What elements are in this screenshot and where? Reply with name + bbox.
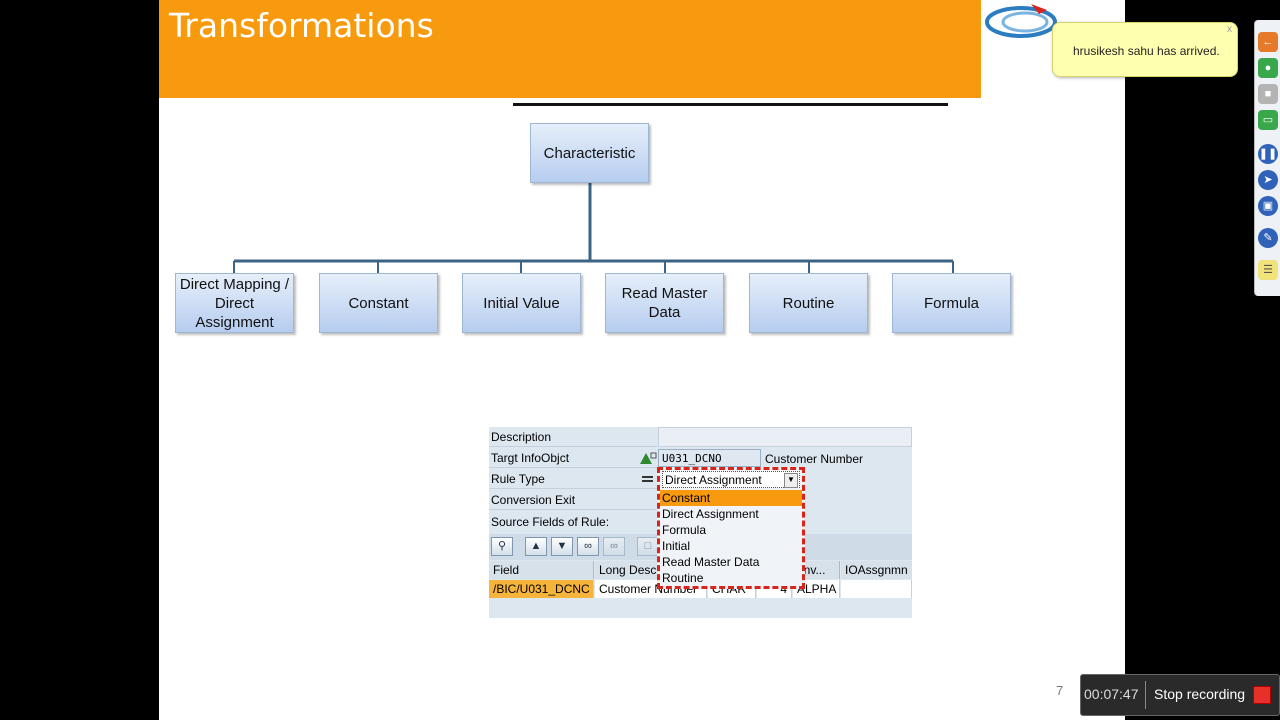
dropdown-option-routine[interactable]: Routine xyxy=(662,571,704,585)
binoculars-next-icon: ∞ xyxy=(610,540,618,552)
title-bar: Transformations xyxy=(159,0,981,98)
dropdown-arrow-icon[interactable]: ▼ xyxy=(784,473,798,488)
dropdown-option-read-master-data[interactable]: Read Master Data xyxy=(662,555,760,569)
grid-header-field[interactable]: Field xyxy=(489,561,594,579)
label-rule-type: Rule Type xyxy=(489,469,657,489)
collapse-arrow-icon[interactable]: ← xyxy=(1258,32,1278,52)
details-button[interactable]: ⚲ xyxy=(491,537,513,556)
diagram-node-routine: Routine xyxy=(749,273,868,333)
slide-title: Transformations xyxy=(169,6,434,45)
sap-rule-panel: Description Targt InfoObjct Rule Type Co… xyxy=(489,427,912,618)
grid-cell-ioassgnmnt[interactable] xyxy=(841,580,912,598)
dropdown-option-constant[interactable]: Constant xyxy=(660,490,802,506)
rule-type-selected-value: Direct Assignment xyxy=(665,473,762,487)
filter-button[interactable]: ▼ xyxy=(551,537,573,556)
export-button[interactable]: □ xyxy=(637,537,659,556)
equals-icon xyxy=(642,476,653,482)
find-button[interactable]: ∞ xyxy=(577,537,599,556)
target-infoobject-description: Customer Number xyxy=(765,452,864,466)
microphone-icon[interactable]: ● xyxy=(1258,58,1278,78)
grid-header-ioassgnmnt[interactable]: IOAssgnmn xyxy=(841,561,912,579)
arrival-notification: x hrusikesh sahu has arrived. xyxy=(1052,22,1238,77)
label-description: Description xyxy=(489,427,657,447)
filter-icon: ▼ xyxy=(556,540,568,552)
dropdown-option-formula[interactable]: Formula xyxy=(662,523,707,537)
highlighter-icon[interactable]: ✎ xyxy=(1258,228,1278,248)
magnifier-icon: ⚲ xyxy=(497,540,507,552)
infoobject-triangle-icon xyxy=(640,452,657,464)
label-source-fields: Source Fields of Rule: xyxy=(491,515,610,529)
notification-message: hrusikesh sahu has arrived. xyxy=(1073,44,1220,58)
diagram-node-initial-value: Initial Value xyxy=(462,273,581,333)
diagram-node-read-master-data: Read Master Data xyxy=(605,273,724,333)
stop-recording-button[interactable]: Stop recording xyxy=(1154,686,1246,702)
recording-timer: 00:07:47 xyxy=(1084,686,1139,702)
slide: Transformations Characteristic Direct Ma… xyxy=(159,0,1125,720)
pause-icon[interactable]: ❚❚ xyxy=(1258,144,1278,164)
recording-bar: 00:07:47 Stop recording xyxy=(1080,674,1280,716)
title-underline xyxy=(513,103,948,106)
page-number: 7 xyxy=(1056,683,1064,698)
export-icon: □ xyxy=(644,540,652,552)
target-infoobject-input[interactable]: U031_DCNO xyxy=(658,449,761,467)
notification-close-icon[interactable]: x xyxy=(1227,24,1232,35)
recording-separator xyxy=(1145,681,1146,709)
diagram-node-formula: Formula xyxy=(892,273,1011,333)
label-conversion-exit: Conversion Exit xyxy=(489,490,657,510)
meeting-tool-strip: ← ● ■ ▭ ❚❚ ➤ ▣ ✎ ☰ xyxy=(1254,20,1280,296)
rule-type-dropdown[interactable]: Direct Assignment ▼ Constant Direct Assi… xyxy=(657,467,805,589)
chat-bubbles-icon[interactable]: ▣ xyxy=(1258,196,1278,216)
label-target-infoobject: Targt InfoObjct xyxy=(489,448,657,468)
diagram-root-characteristic: Characteristic xyxy=(530,123,649,183)
print-icon: ▲ xyxy=(530,540,542,552)
description-field[interactable] xyxy=(658,427,912,447)
diagram-connectors xyxy=(233,183,954,273)
rule-type-select[interactable]: Direct Assignment ▼ xyxy=(662,471,800,488)
print-button[interactable]: ▲ xyxy=(525,537,547,556)
camera-icon[interactable]: ■ xyxy=(1258,84,1278,104)
diagram-node-direct-mapping: Direct Mapping / Direct Assignment xyxy=(175,273,294,333)
dropdown-option-initial[interactable]: Initial xyxy=(662,539,691,553)
diagram-node-constant: Constant xyxy=(319,273,438,333)
company-logo xyxy=(985,4,1057,38)
screen-share-icon[interactable]: ▭ xyxy=(1258,110,1278,130)
pointer-icon[interactable]: ➤ xyxy=(1258,170,1278,190)
grid-cell-field[interactable]: /BIC/U031_DCNC xyxy=(489,580,594,598)
find-next-button[interactable]: ∞ xyxy=(603,537,625,556)
source-fields-toolbar: ⚲ ▲ ▼ ∞ ∞ □ xyxy=(489,534,912,560)
binoculars-icon: ∞ xyxy=(584,540,592,552)
dropdown-option-direct-assignment[interactable]: Direct Assignment xyxy=(662,507,759,521)
stop-square-icon[interactable] xyxy=(1253,686,1271,704)
comment-icon[interactable]: ☰ xyxy=(1258,260,1278,280)
